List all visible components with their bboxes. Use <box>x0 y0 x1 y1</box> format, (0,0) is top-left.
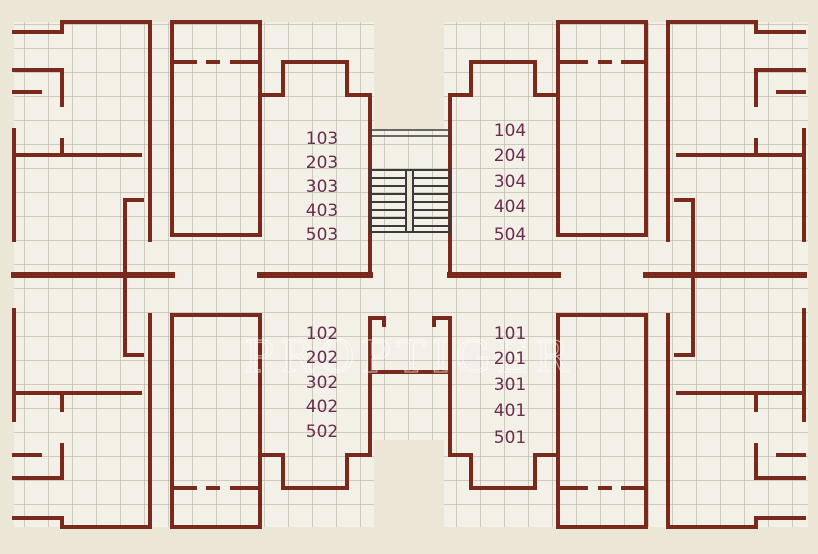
wall <box>432 316 450 327</box>
wall <box>12 443 64 480</box>
unit-number: 502 <box>306 422 338 442</box>
unit-number: 303 <box>306 177 338 197</box>
right-wing-walls <box>447 20 807 529</box>
unit-number: 403 <box>306 201 338 221</box>
unit-number: 204 <box>494 146 526 166</box>
wall <box>448 316 648 529</box>
wall <box>12 516 152 529</box>
wall <box>666 516 806 529</box>
unit-number: 302 <box>306 373 338 393</box>
unit-number: 301 <box>494 375 526 395</box>
stair-handrail <box>405 169 414 233</box>
left-wing-walls <box>11 20 373 529</box>
unit-number: 402 <box>306 397 338 417</box>
unit-number: 501 <box>494 428 526 448</box>
unit-number: 504 <box>494 225 526 245</box>
unit-number: 201 <box>494 349 526 369</box>
unit-number: 203 <box>306 153 338 173</box>
units-bottom-right: 101 201 301 401 501 <box>494 324 526 448</box>
wall <box>754 68 806 107</box>
wall <box>170 20 372 277</box>
lift-shaft <box>368 316 450 374</box>
watermark: PROPTIGER <box>244 332 574 383</box>
unit-number: 503 <box>306 225 338 245</box>
unit-number: 103 <box>306 129 338 149</box>
unit-number: 304 <box>494 172 526 192</box>
wall <box>754 443 806 480</box>
unit-number: 101 <box>494 324 526 344</box>
wall <box>368 316 386 327</box>
wall <box>448 20 648 277</box>
units-top-right: 104 204 304 404 504 <box>494 121 526 245</box>
units-top-left: 103 203 303 403 503 <box>306 129 338 245</box>
staircase <box>369 129 451 233</box>
unit-number: 102 <box>306 324 338 344</box>
unit-number: 404 <box>494 197 526 217</box>
unit-number: 401 <box>494 401 526 421</box>
unit-number: 202 <box>306 348 338 368</box>
wall <box>170 316 372 529</box>
wall <box>12 68 64 107</box>
unit-number: 104 <box>494 121 526 141</box>
units-bottom-left: 102 202 302 402 502 <box>306 324 338 442</box>
